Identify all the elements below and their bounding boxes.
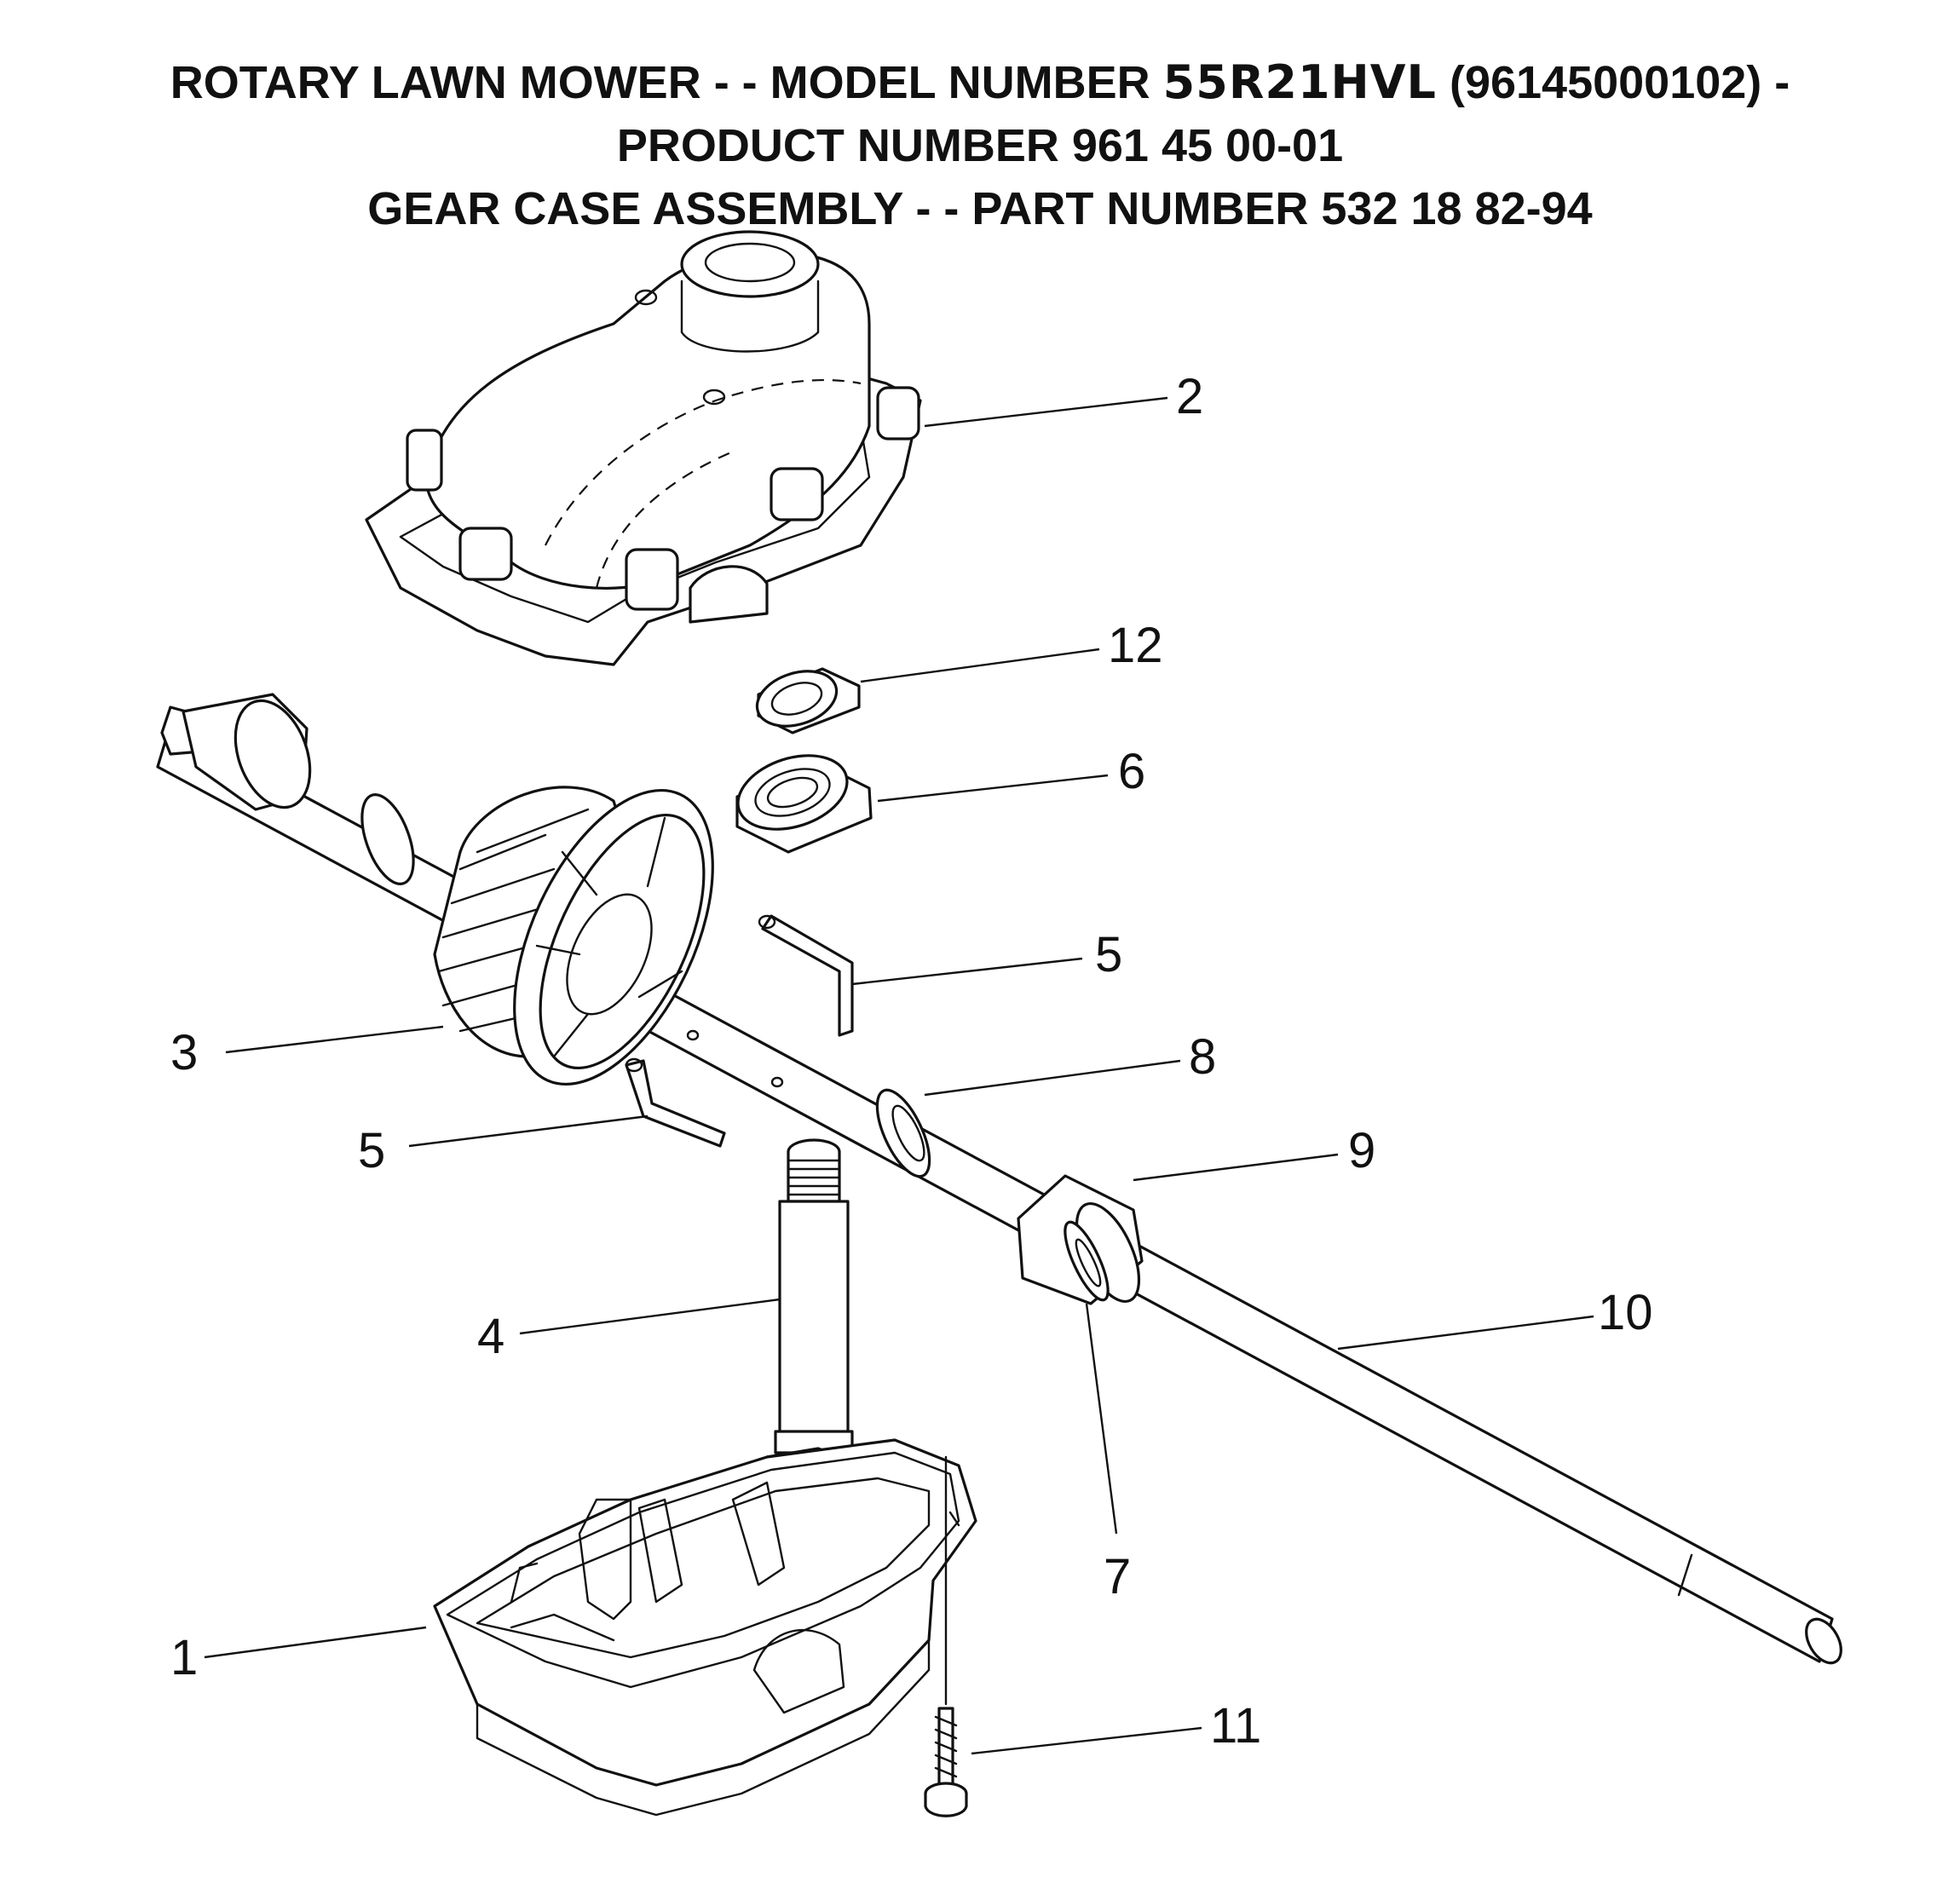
leader-12 <box>860 648 1100 683</box>
leader-5b <box>408 1114 649 1148</box>
leader-8 <box>924 1059 1181 1097</box>
title-line-1: ROTARY LAWN MOWER - - MODEL NUMBER 55R21… <box>0 51 1960 114</box>
shaft-hole <box>686 1029 700 1041</box>
callout-6: 6 <box>1118 744 1145 799</box>
title-line-2: PRODUCT NUMBER 961 45 00-01 <box>616 120 1344 171</box>
leader-1 <box>204 1626 427 1659</box>
leader-10 <box>1337 1315 1594 1351</box>
callout-3: 3 <box>170 1025 198 1080</box>
screw <box>924 1455 968 1817</box>
leader-2 <box>924 396 1168 428</box>
callout-10: 10 <box>1598 1285 1653 1340</box>
axle-shaft <box>156 693 1842 1665</box>
gear-case-cover <box>365 230 922 666</box>
callout-5-lower: 5 <box>358 1123 385 1178</box>
drive-gear <box>433 786 714 1086</box>
leader-4 <box>519 1298 781 1335</box>
leader-5a <box>851 957 1083 986</box>
callout-4: 4 <box>477 1309 504 1364</box>
model-number: 55R21HVL <box>1162 55 1437 109</box>
callout-5-upper: 5 <box>1095 927 1122 982</box>
callout-9: 9 <box>1348 1123 1375 1178</box>
leader-3 <box>225 1025 444 1054</box>
leader-7 <box>1085 1303 1118 1535</box>
thrust-washer <box>875 1088 931 1178</box>
large-bearing <box>735 754 873 854</box>
callout-1: 1 <box>170 1630 198 1685</box>
callout-11: 11 <box>1210 1698 1261 1754</box>
diagram-title: ROTARY LAWN MOWER - - MODEL NUMBER 55R21… <box>0 51 1960 240</box>
shaft-hole <box>770 1076 784 1088</box>
axle-seal <box>1064 1220 1110 1302</box>
title-line-1-prefix: ROTARY LAWN MOWER - - MODEL NUMBER <box>170 57 1163 108</box>
callout-8: 8 <box>1189 1029 1216 1085</box>
title-line-1-suffix: (96145000102) - <box>1436 57 1790 108</box>
leader-6 <box>877 774 1109 803</box>
drive-pin-upper <box>758 914 854 1037</box>
leader-11 <box>971 1726 1202 1755</box>
callout-7: 7 <box>1104 1549 1131 1604</box>
callout-12: 12 <box>1108 618 1163 673</box>
leader-9 <box>1133 1153 1339 1182</box>
small-bearing <box>755 667 861 734</box>
gear-case-housing <box>433 1438 977 1817</box>
callout-2: 2 <box>1176 369 1203 424</box>
drive-pin-lower <box>625 1057 726 1148</box>
title-line-3: GEAR CASE ASSEMBLY - - PART NUMBER 532 1… <box>367 183 1593 234</box>
